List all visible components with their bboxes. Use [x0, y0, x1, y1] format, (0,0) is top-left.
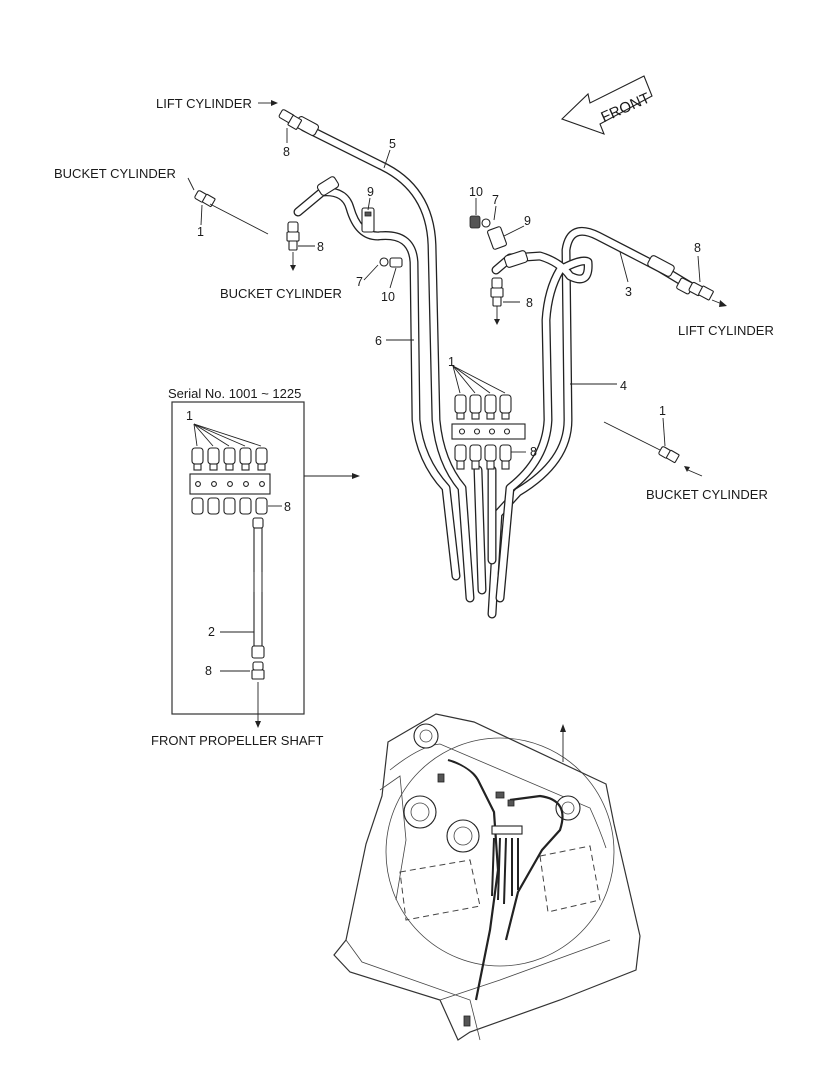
callout-8: 8: [317, 240, 324, 254]
callout-1: 1: [659, 404, 666, 418]
main-manifold-assembly: [451, 394, 526, 470]
callout-8: 8: [526, 296, 533, 310]
callout-1: 1: [448, 355, 455, 369]
hydraulic-tubes: [293, 122, 695, 619]
fitting-8-bucket-mid: [490, 277, 504, 325]
leader-lines: [187, 100, 727, 477]
serial-number-label: Serial No. 1001 ~ 1225: [168, 386, 301, 401]
callout-10: 10: [381, 290, 395, 304]
callout-6: 6: [375, 334, 382, 348]
callout-4: 4: [620, 379, 627, 393]
tube-3: [487, 226, 695, 619]
callout-8: 8: [205, 664, 212, 678]
main-fittings-1: [454, 394, 512, 420]
bucket-cylinder-label-left: BUCKET CYLINDER: [54, 166, 176, 181]
callout-1: 1: [197, 225, 204, 239]
inset-fittings-8: [191, 497, 268, 515]
text-labels: LIFT CYLINDER BUCKET CYLINDER BUCKET CYL…: [54, 96, 774, 748]
front-arrow: FRONT: [560, 75, 653, 135]
callout-3: 3: [625, 285, 632, 299]
fitting-8-bucket-left: [286, 221, 300, 271]
callout-7: 7: [492, 193, 499, 207]
main-manifold-block: [451, 423, 526, 440]
clamp-9-right: [487, 226, 507, 250]
frame-manifold-lines: [491, 825, 523, 905]
callout-9: 9: [367, 185, 374, 199]
bolt-washer-right: [469, 215, 491, 229]
callout-8: 8: [530, 445, 537, 459]
callout-2: 2: [208, 625, 215, 639]
callout-numbers: 5 8 1 9 8 7 10 6 10 7 9 8 8 3 1 4 8 1 1 …: [186, 137, 701, 678]
washer-bolt-left: [379, 257, 403, 268]
serial-inset-frame: [171, 401, 305, 715]
callout-8: 8: [283, 145, 290, 159]
callout-8: 8: [694, 241, 701, 255]
loader-frame-overview: [333, 713, 641, 1041]
callout-7: 7: [356, 275, 363, 289]
fitting-8-lift-right: [688, 281, 714, 301]
fitting-1-bucket-left: [194, 190, 216, 208]
tube-5: [299, 122, 475, 603]
fitting-8-lift-top: [278, 109, 303, 130]
main-fittings-8: [454, 444, 512, 470]
serial-inset: [171, 401, 360, 728]
bucket-cylinder-label-right: BUCKET CYLINDER: [646, 487, 768, 502]
lift-cylinder-label-top: LIFT CYLINDER: [156, 96, 252, 111]
callout-8: 8: [284, 500, 291, 514]
callout-10: 10: [469, 185, 483, 199]
front-propeller-shaft-label: FRONT PROPELLER SHAFT: [151, 733, 323, 748]
callout-1: 1: [186, 409, 193, 423]
lift-cylinder-label-right: LIFT CYLINDER: [678, 323, 774, 338]
inset-hose-2: [251, 517, 265, 659]
fitting-1-bucket-right: [658, 446, 680, 464]
inset-fitting-8-bottom: [251, 661, 265, 680]
inset-fittings-1: [191, 447, 268, 471]
inset-manifold-block: [189, 473, 271, 495]
clamp-9-left: [361, 207, 375, 233]
callout-5: 5: [389, 137, 396, 151]
bucket-cylinder-label-mid: BUCKET CYLINDER: [220, 286, 342, 301]
callout-9: 9: [524, 214, 531, 228]
